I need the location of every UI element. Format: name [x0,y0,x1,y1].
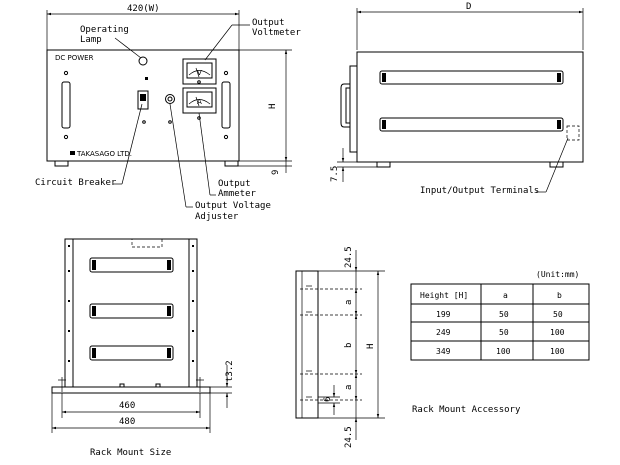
table-cell: 249 [436,328,451,337]
callout-adjuster-1: Output Voltage [195,201,271,211]
voltage-adjuster-knob[interactable] [165,94,175,104]
callout-ammeter-1: Output [218,179,251,189]
callout-voltmeter-2: Voltmeter [252,28,301,38]
voltmeter-symbol: V [197,69,202,77]
table-cell: 50 [553,310,563,319]
accessory-dim-bottom: 24.5 [344,426,354,448]
side-depth-label: D [466,2,471,12]
callout-circuit-breaker: Circuit Breaker [35,178,117,188]
ammeter [182,87,217,114]
table-header-height: Height [H] [420,291,468,300]
callout-io-terminals: Input/Output Terminals [420,186,539,196]
front-handle-left [61,81,71,129]
front-callouts: Operating Lamp Output Voltmeter Circuit … [35,18,301,222]
table-header-b: b [557,291,562,300]
table-cell: 50 [499,310,509,319]
front-foot-left [54,160,69,167]
accessory-bracket [295,270,319,419]
table-cell: 349 [436,347,451,356]
rack-dim-480: 480 [119,417,135,427]
accessory-dim-6: 6 [323,397,333,402]
callout-ammeter-2: Ammeter [218,189,257,199]
table-unit: (Unit:mm) [536,270,579,279]
front-handle-right [221,81,231,129]
callout-voltmeter-1: Output [252,18,285,28]
circuit-breaker[interactable] [137,90,149,110]
rack-thickness-label: t3.2 [225,360,235,382]
front-panel [46,49,240,162]
accessory-dim-a: a [344,300,354,305]
table-cell: 50 [499,328,509,337]
table-cell: 100 [550,328,565,337]
rack-mount-accessory: 24.5 a b a 24.5 6 H Rack Mount Accessory [295,246,521,448]
dimension-table: (Unit:mm) Height [H] a b 199 50 50 249 5… [410,270,590,361]
callout-operating-lamp-1: Operating [80,25,129,35]
front-width-label: 420(W) [127,4,160,14]
accessory-dim-a2: a [344,385,354,390]
table-cell: 100 [550,347,565,356]
table-cell: 100 [496,347,511,356]
accessory-dim-top: 24.5 [344,246,354,268]
callout-operating-lamp-2: Lamp [80,35,102,45]
side-body [356,51,584,163]
maker-plate: TAKASAGO LTD. [76,150,132,158]
front-view: 420(W) DC POWER V [46,4,292,175]
callout-adjuster-2: Adjuster [195,212,239,222]
side-view: D 7.5 Input/Output Terminals [330,2,584,196]
side-foot-label: 7.5 [330,166,340,182]
operating-lamp [138,56,148,66]
front-height-label: H [268,104,278,109]
table-cell: 199 [436,310,451,319]
panel-brand: DC POWER [55,54,94,62]
table-header-a: a [503,291,508,300]
rack-mount-size: t3.2 460 480 Rack Mount Size [51,238,235,458]
accessory-dim-b: b [344,343,354,348]
rack-dim-460: 460 [119,401,135,411]
accessory-dim-h: H [366,344,376,349]
rack-mount-size-caption: Rack Mount Size [90,448,171,458]
rack-mount-accessory-caption: Rack Mount Accessory [412,405,521,415]
front-foot-label: 9 [271,170,281,175]
ammeter-symbol: A [197,98,202,106]
front-foot-right [224,160,239,167]
voltmeter [182,58,217,85]
